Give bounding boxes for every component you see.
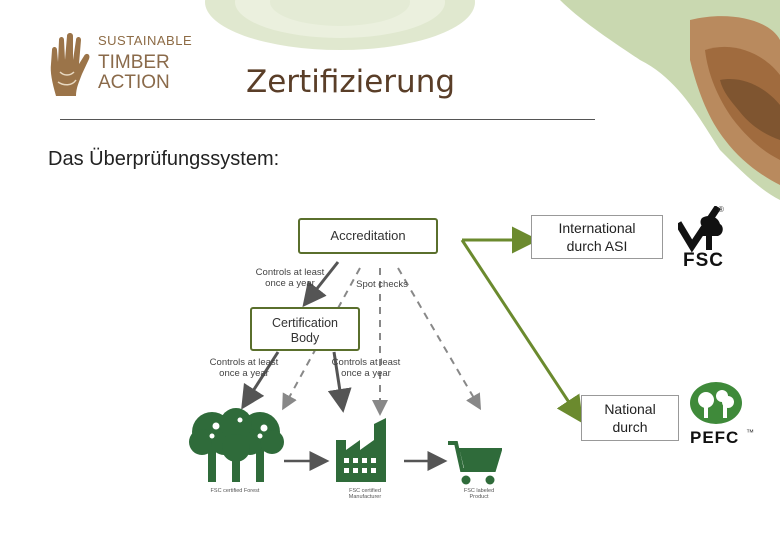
fsc-logo-text: FSC (683, 250, 724, 271)
national-line1: National (604, 401, 656, 417)
controls-left-line2: once a year (219, 367, 269, 379)
international-line1: International (558, 220, 636, 236)
forest-trees-icon (189, 408, 284, 482)
product-caption-1: FSC labeled (463, 488, 495, 494)
international-prefix: durch (566, 237, 605, 254)
pefc-trees-icon (690, 382, 742, 424)
accreditation-box: Accreditation (298, 218, 438, 254)
international-box: International durch ASI (531, 215, 663, 259)
controls-label-top: Controls at least once a year (250, 267, 330, 290)
arrow-cb-to-forest (241, 351, 280, 410)
brand-logo-text: SUSTAINABLE TIMBER ACTION (98, 34, 192, 92)
forest-caption: FSC certified Forest (210, 488, 260, 494)
fsc-tree-check-icon (678, 206, 723, 253)
arrow-accreditation-to-cb (302, 261, 340, 308)
controls-top-line1: Controls at least (255, 267, 325, 278)
international-asi: ASI (604, 237, 628, 254)
controls-right-line1: Controls at least (331, 357, 401, 368)
arrow-cb-to-manufacturer (327, 351, 352, 413)
controls-label-right: Controls at least once a year (326, 357, 406, 380)
dashed-arrow-spot-3 (397, 267, 482, 411)
shopping-cart-icon (448, 441, 502, 485)
title-divider (60, 119, 595, 120)
wood-texture-top (205, 0, 475, 50)
controls-left-line1: Controls at least (209, 357, 279, 368)
fsc-registered-mark: ® (718, 205, 724, 214)
logo-line-action: ACTION (98, 72, 170, 93)
international-line2: durch ASI (532, 238, 662, 256)
certification-body-box: Certification Body (250, 307, 360, 351)
logo-line-sustainable: SUSTAINABLE (98, 33, 193, 48)
hand-logo-icon (50, 33, 90, 96)
product-caption: FSC labeled Product (444, 488, 514, 500)
certification-label-1: Certification (272, 316, 338, 330)
pefc-logo-text: PEFC (690, 428, 740, 447)
national-line2: durch (612, 418, 648, 435)
page-subtitle: Das Überprüfungssystem: (48, 148, 280, 170)
factory-icon (336, 418, 386, 482)
product-caption-2: Product (469, 494, 489, 501)
controls-top-line2: once a year (265, 277, 315, 289)
national-box: National durch (581, 395, 679, 441)
wood-texture-right (560, 0, 780, 200)
manufacturer-caption: FSC certified Manufacturer (330, 488, 400, 500)
controls-label-left: Controls at least once a year (204, 357, 284, 380)
logo-line-timber: TIMBER (98, 52, 170, 73)
manufacturer-caption-1: FSC certified (349, 488, 381, 494)
manufacturer-caption-2: Manufacturer (348, 494, 382, 501)
page-title: Zertifizierung (246, 64, 456, 100)
controls-right-line2: once a year (341, 367, 391, 379)
green-arrow-to-national (460, 239, 583, 424)
certification-label-2: Body (290, 331, 320, 345)
accreditation-label: Accreditation (330, 228, 406, 243)
pefc-trademark: ™ (746, 428, 754, 437)
spot-checks-label: Spot checks (356, 279, 408, 290)
